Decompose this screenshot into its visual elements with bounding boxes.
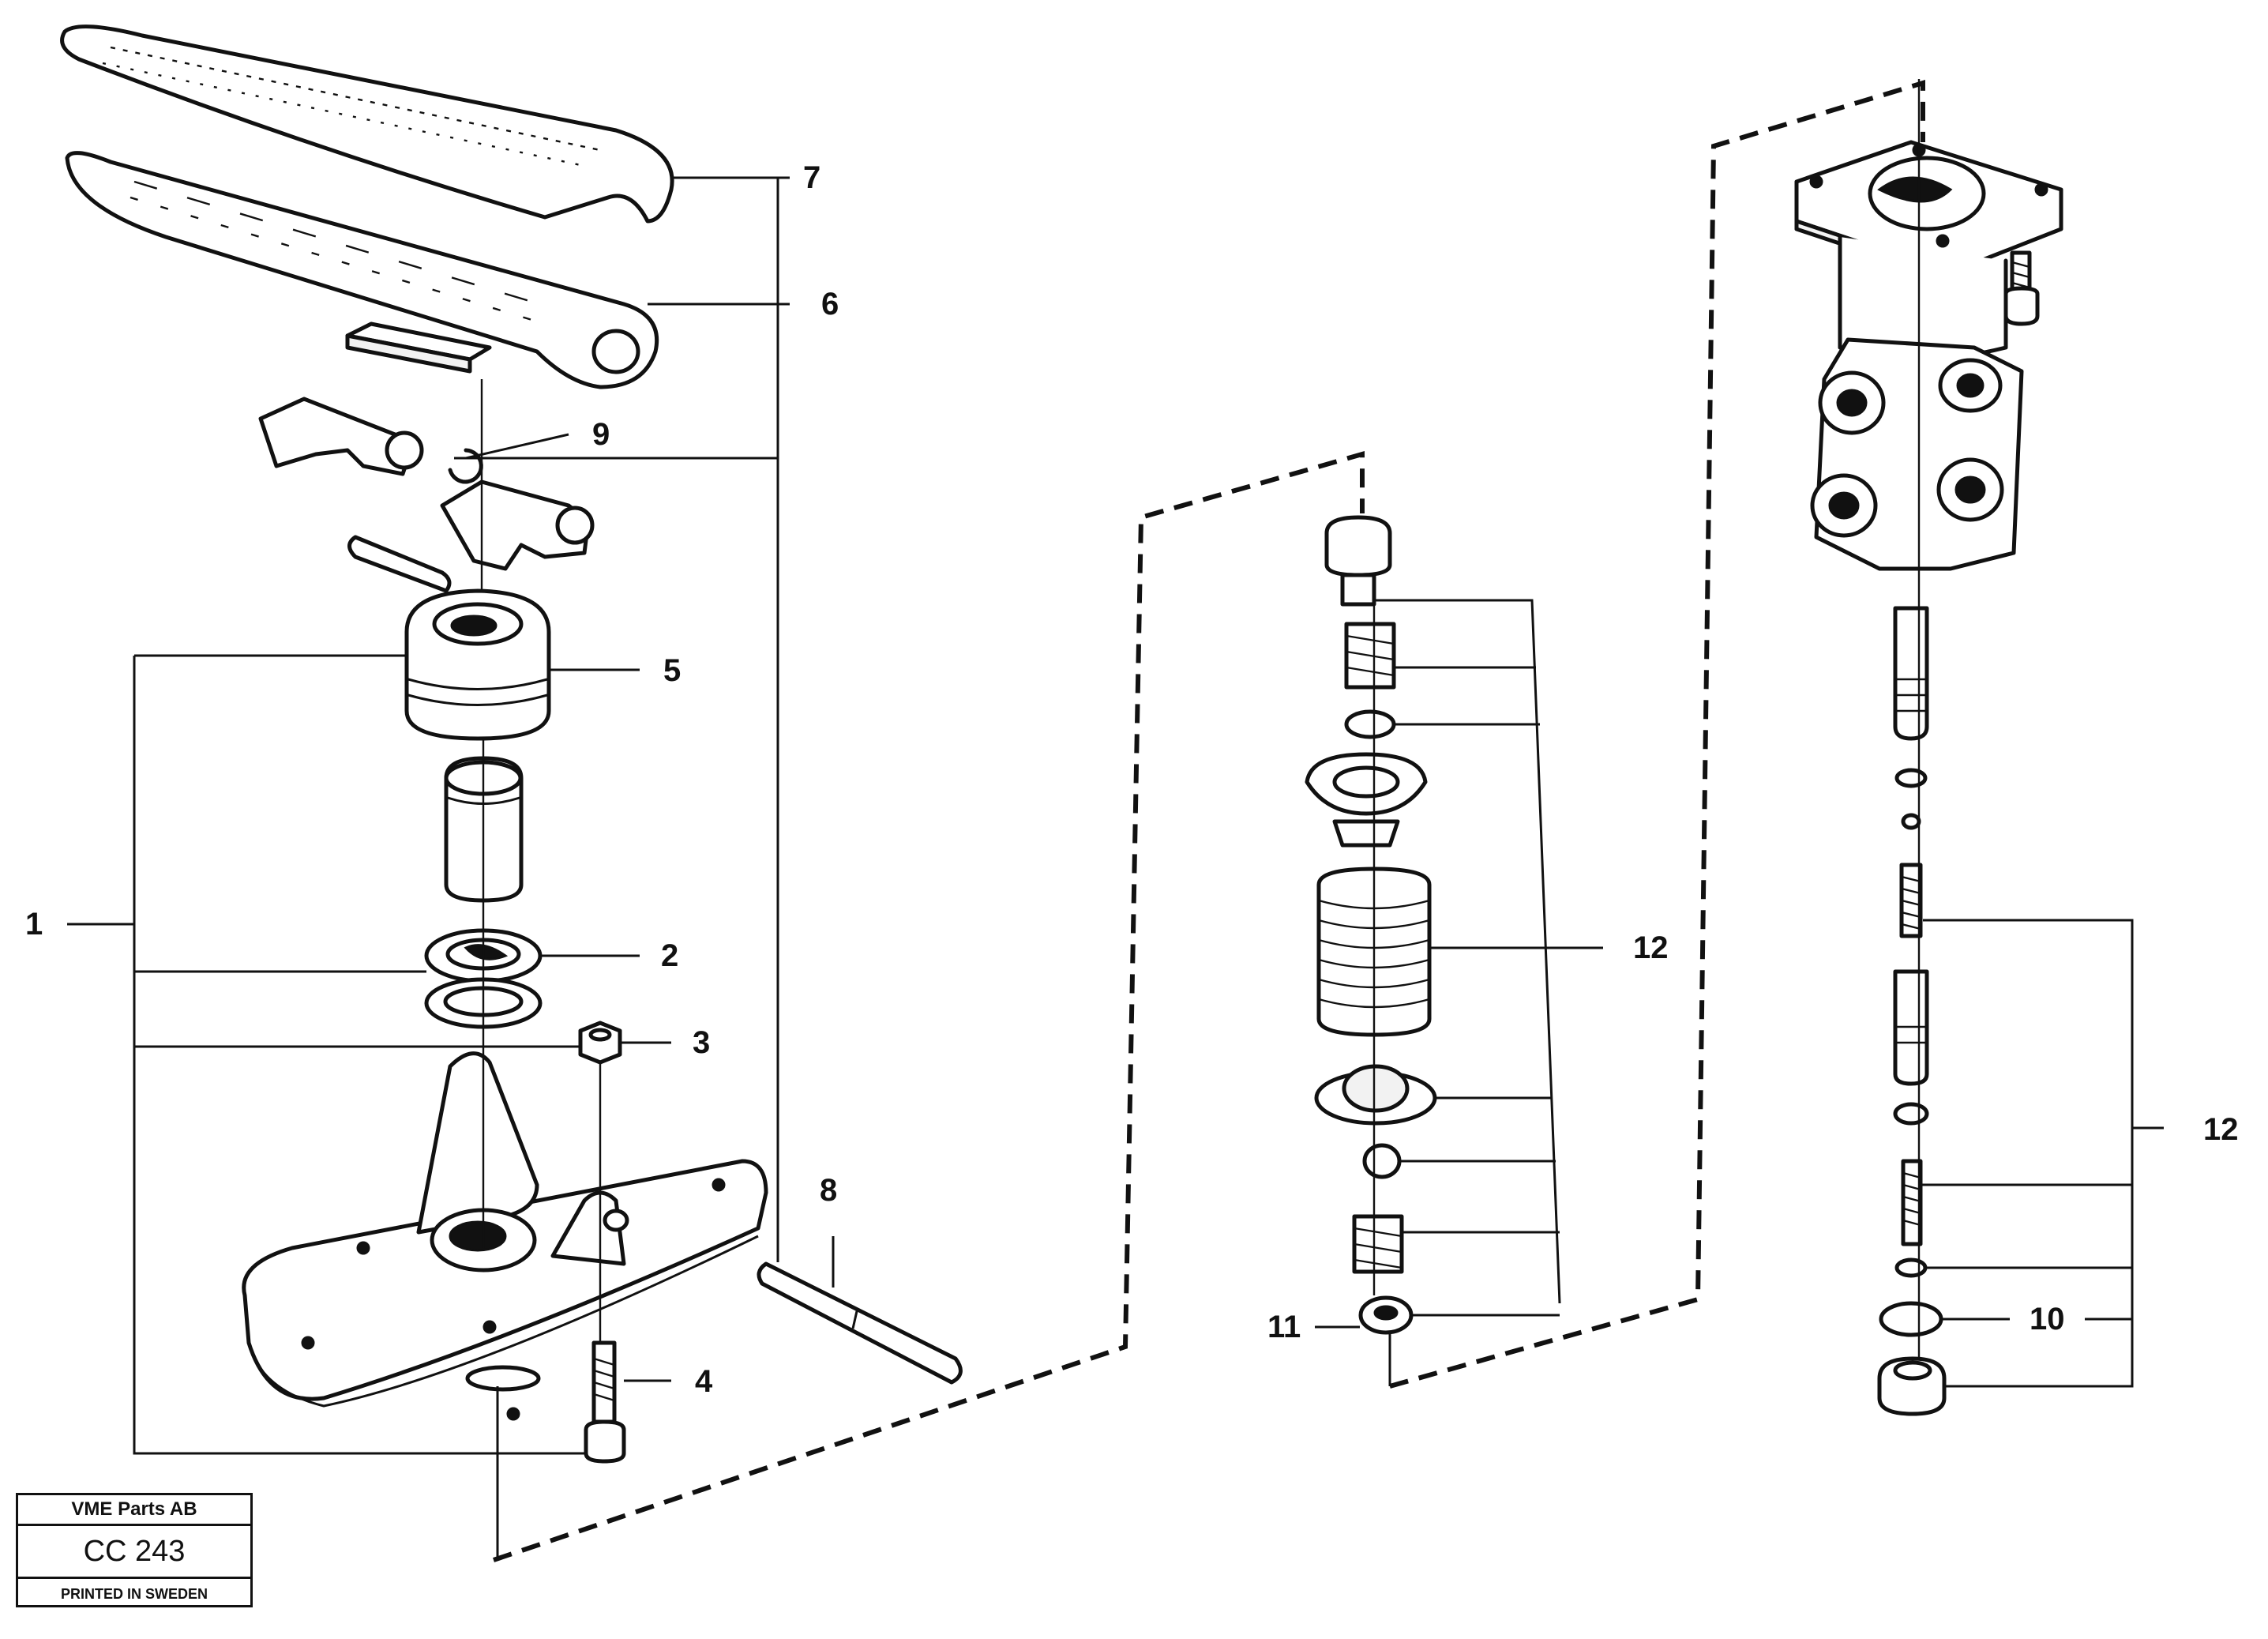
shaft-8 bbox=[757, 1261, 963, 1385]
callout-4: 4 bbox=[695, 1364, 713, 1399]
callout-labels: 1 2 3 4 5 6 7 8 9 10 11 12 12 bbox=[25, 160, 2239, 1399]
middle-parts bbox=[1305, 515, 1437, 1335]
diagram-code: CC 243 bbox=[18, 1526, 250, 1579]
nut-3 bbox=[578, 1021, 622, 1065]
pedal-pad-7 bbox=[60, 24, 674, 224]
pedal-arm-6 bbox=[65, 151, 659, 389]
callout-2: 2 bbox=[661, 938, 678, 973]
callout-8: 8 bbox=[820, 1173, 837, 1208]
callout-10: 10 bbox=[2030, 1302, 2065, 1336]
left-leaders bbox=[67, 176, 835, 1560]
valve-internals bbox=[1877, 79, 1947, 1416]
pin bbox=[347, 535, 452, 593]
callout-1: 1 bbox=[25, 907, 43, 942]
callout-12-right: 12 bbox=[2203, 1112, 2239, 1147]
pedal-bracket-lower bbox=[440, 479, 595, 571]
callout-5: 5 bbox=[663, 653, 681, 688]
title-block: VME Parts AB CC 243 PRINTED IN SWEDEN bbox=[16, 1493, 253, 1607]
callout-11: 11 bbox=[1267, 1310, 1301, 1344]
middle-leaders bbox=[1315, 599, 1603, 1386]
right-leaders bbox=[1921, 919, 2164, 1388]
pedal-bracket-upper bbox=[258, 321, 492, 476]
callout-3: 3 bbox=[693, 1025, 710, 1060]
valve-body bbox=[1794, 140, 2063, 571]
callout-9: 9 bbox=[592, 417, 610, 452]
dashed-connectors bbox=[493, 79, 1925, 1562]
rubber-boot-5 bbox=[404, 588, 551, 741]
callout-6: 6 bbox=[821, 287, 839, 321]
screw bbox=[2003, 250, 2040, 326]
callout-12-middle: 12 bbox=[1633, 930, 1669, 965]
printed-note: PRINTED IN SWEDEN bbox=[60, 1586, 208, 1602]
base-plate bbox=[242, 1051, 768, 1421]
company-name: VME Parts AB bbox=[18, 1495, 250, 1526]
callout-7: 7 bbox=[803, 160, 820, 195]
bolt-4 bbox=[465, 1340, 626, 1464]
